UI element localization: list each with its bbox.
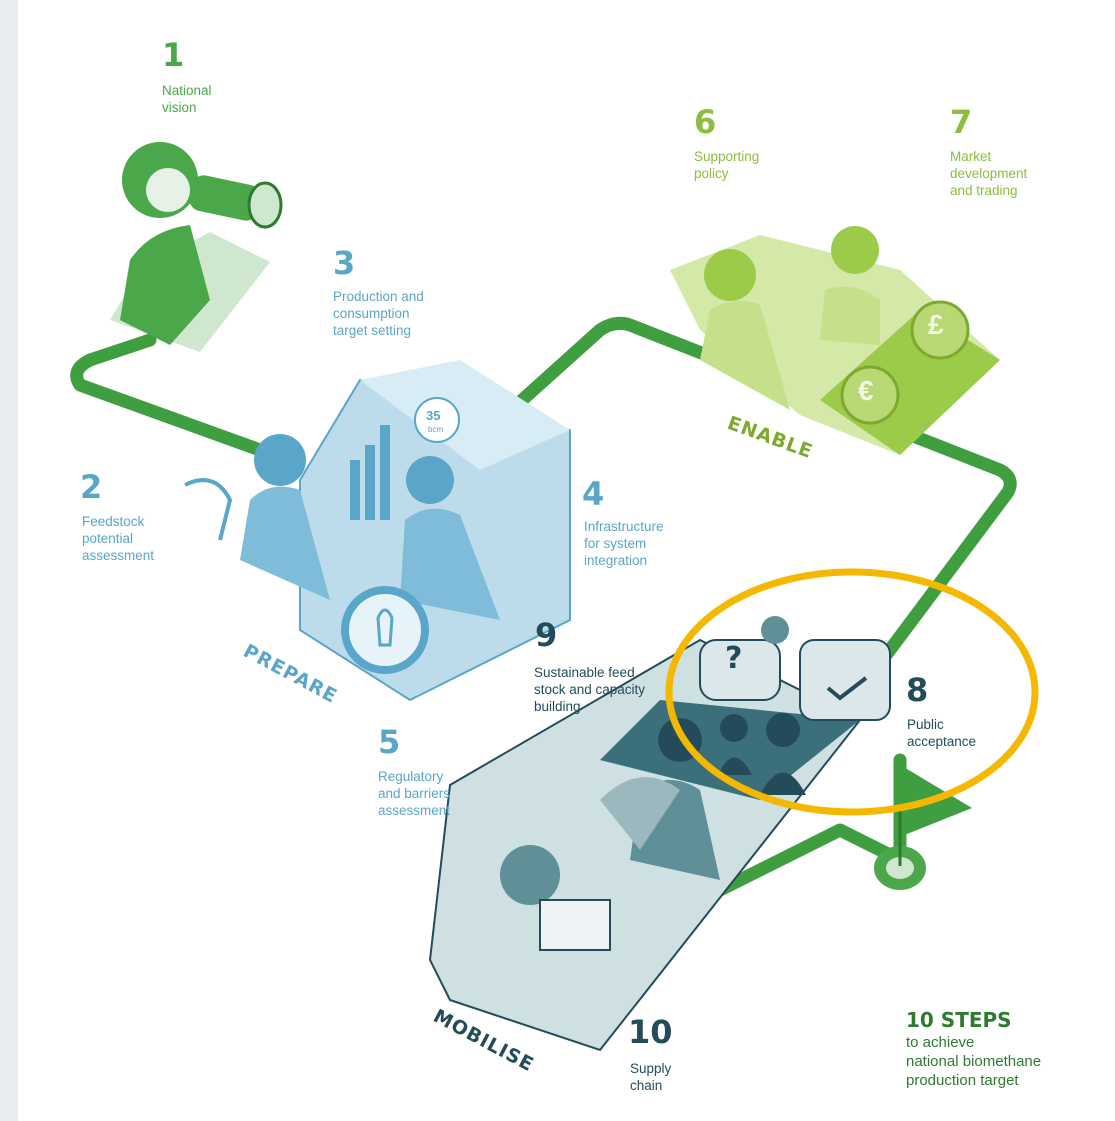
step-5-label: Regulatory and barriers assessment — [378, 769, 451, 818]
step-2-label: Feedstock potential assessment — [82, 514, 155, 563]
mobilise-illustration — [428, 616, 891, 1052]
step-1-number: 1 — [162, 36, 185, 74]
step-9-label: Sustainable feed stock and capacity buil… — [534, 665, 646, 714]
step-10-label: Supply chain — [630, 1061, 672, 1093]
target-badge — [414, 397, 460, 443]
summary-title: 10 STEPS — [906, 1008, 1012, 1032]
prepare-illustration — [184, 360, 571, 702]
target-badge-unit: bcm — [428, 425, 444, 434]
euro-coin-icon: € — [858, 375, 874, 406]
step-10-number: 10 — [628, 1013, 673, 1051]
pound-coin-icon: £ — [928, 309, 944, 340]
finish-flag-icon — [874, 766, 972, 890]
step-9-number: 9 — [535, 616, 558, 654]
step-8-label: Public acceptance — [907, 717, 977, 749]
enable-illustration — [670, 226, 1000, 455]
step-3-label: Production and consumption target settin… — [333, 289, 424, 338]
step-7-label: Market development and trading — [950, 149, 1028, 198]
step-8-number: 8 — [906, 671, 929, 709]
step-2-number: 2 — [80, 468, 103, 506]
step-6-number: 6 — [694, 103, 717, 141]
step-1-label: National vision — [162, 83, 212, 115]
step-6-label: Supporting policy — [694, 149, 760, 181]
step-5-number: 5 — [378, 723, 401, 761]
step-7-number: 7 — [950, 103, 973, 141]
question-icon: ? — [725, 641, 743, 676]
step-3-number: 3 — [333, 244, 356, 282]
vision-illustration — [110, 142, 283, 352]
step-4-label: Infrastructure for system integration — [584, 519, 664, 568]
target-badge-value: 35 — [426, 408, 441, 423]
highlight-ellipse — [665, 568, 1039, 816]
step-4-number: 4 — [582, 475, 605, 513]
summary-subtitle: to achieve national biomethane productio… — [906, 1034, 1042, 1089]
